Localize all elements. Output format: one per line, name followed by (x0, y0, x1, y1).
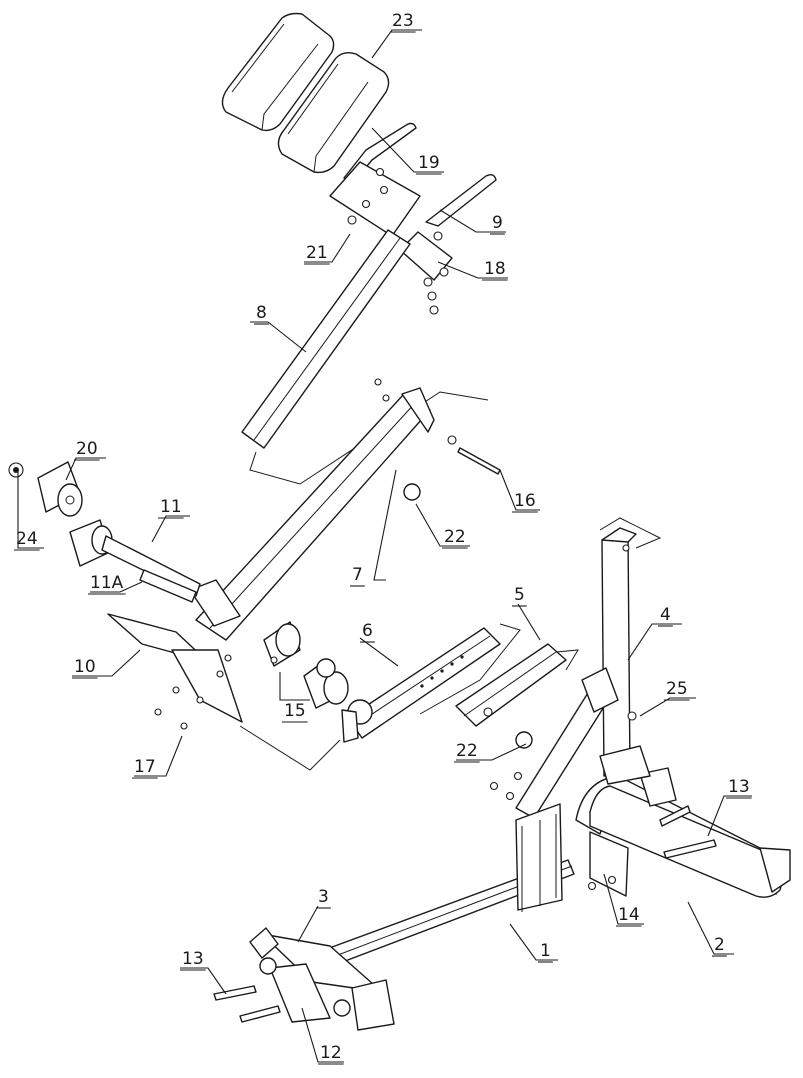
callout-1: 1 (540, 941, 551, 961)
callout-24: 24 (16, 529, 38, 549)
callout-6: 6 (362, 621, 373, 641)
callout-leaders (17, 29, 752, 1063)
callout-2: 2 (714, 935, 725, 955)
callout-22-lower: 22 (456, 741, 478, 761)
callout-12: 12 (320, 1043, 342, 1063)
callout-21: 21 (306, 243, 328, 263)
callout-15: 15 (284, 701, 306, 721)
callout-3: 3 (318, 887, 329, 907)
part-callouts: 23 19 9 21 18 8 20 16 11 22 24 7 11A 5 4… (16, 11, 750, 1063)
callout-14: 14 (618, 905, 640, 925)
callout-22-upper: 22 (444, 527, 466, 547)
callout-18: 18 (484, 259, 506, 279)
callout-11: 11 (160, 497, 182, 517)
back-pad-left (221, 12, 335, 132)
bolts-and-hardware (213, 435, 717, 1023)
callout-25: 25 (666, 679, 688, 699)
callout-5: 5 (514, 585, 525, 605)
callout-7: 7 (352, 565, 363, 585)
sleeve-tube (455, 643, 579, 749)
callout-9: 9 (492, 213, 503, 233)
front-base (249, 803, 629, 1031)
callout-13-left: 13 (182, 949, 204, 969)
adjustment-tube (341, 623, 521, 743)
callout-17: 17 (134, 757, 156, 777)
front-roller-assembly (239, 621, 349, 771)
callout-8: 8 (256, 303, 267, 323)
callout-11a: 11A (90, 573, 124, 593)
callout-10: 10 (74, 657, 96, 677)
handle-bar-assembly (329, 122, 497, 315)
upright-post (515, 517, 662, 819)
callout-16: 16 (514, 491, 536, 511)
callout-23: 23 (392, 11, 414, 31)
foot-plate (107, 613, 243, 730)
callout-19: 19 (418, 153, 440, 173)
callout-20: 20 (76, 439, 98, 459)
backrest-tube (241, 229, 489, 485)
callout-13-right: 13 (728, 777, 750, 797)
rear-base (575, 745, 791, 898)
callout-4: 4 (660, 605, 671, 625)
back-pad-right (277, 51, 390, 174)
leg-roller-assembly (8, 461, 201, 603)
main-frame-tube (189, 378, 456, 641)
